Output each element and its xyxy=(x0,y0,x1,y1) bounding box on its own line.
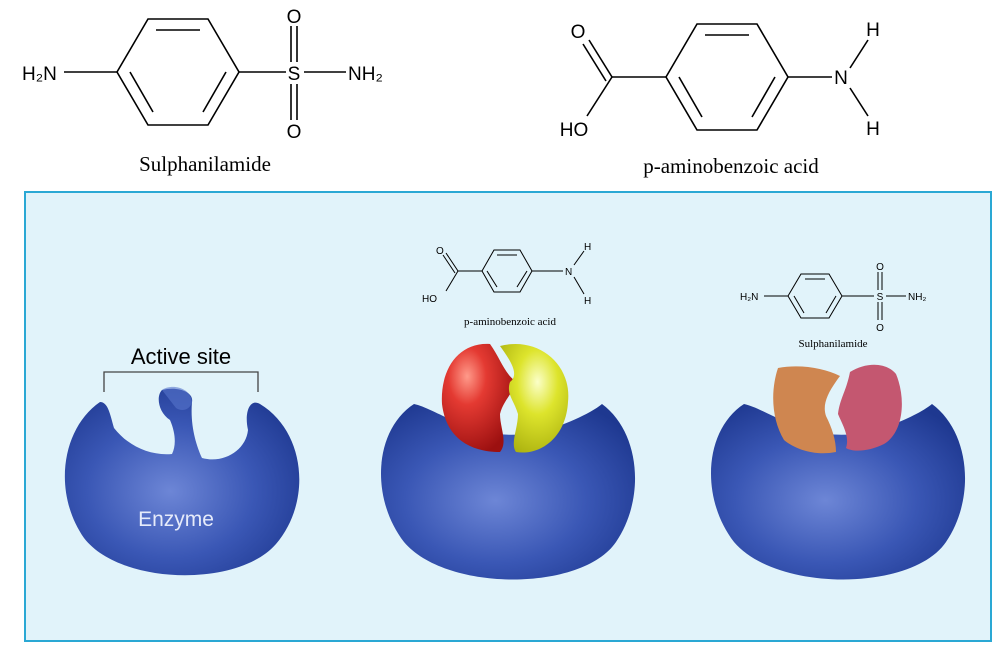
paba-caption: p-aminobenzoic acid xyxy=(643,154,819,178)
small-paba-o: O xyxy=(436,246,444,257)
paba-n-label: N xyxy=(834,68,848,89)
small-sulph-o-top: O xyxy=(876,262,884,273)
enzyme-with-paba xyxy=(381,404,636,580)
enzyme-with-sulphanilamide xyxy=(711,404,966,580)
small-sulph-s: S xyxy=(877,292,884,303)
sulph-o-top-label: O xyxy=(287,7,302,28)
active-site-label: Active site xyxy=(131,344,231,369)
small-sulph-caption: Sulphanilamide xyxy=(798,338,867,350)
enzyme-empty xyxy=(64,386,300,576)
paba-shape-yellow xyxy=(500,343,569,453)
paba-h-bottom-label: H xyxy=(866,119,880,140)
sulph-shape-pink xyxy=(838,364,902,451)
sulph-o-bottom-label: O xyxy=(287,122,302,143)
sulph-nh2-label: NH₂ xyxy=(348,64,383,85)
paba-o-label: O xyxy=(571,22,586,43)
paba-structure xyxy=(582,23,869,131)
small-sulph-o-bottom: O xyxy=(876,323,884,334)
sulphanilamide-structure xyxy=(64,18,346,126)
small-paba-h-top: H xyxy=(584,242,591,253)
small-paba-n: N xyxy=(565,267,572,278)
small-paba-structure xyxy=(442,249,585,295)
enzyme-label: Enzyme xyxy=(138,508,214,531)
small-sulph-structure xyxy=(764,272,906,320)
sulphanilamide-caption: Sulphanilamide xyxy=(139,152,271,176)
small-sulph-nh2: NH₂ xyxy=(908,292,926,303)
small-paba-caption: p-aminobenzoic acid xyxy=(464,316,556,328)
small-paba-h-bottom: H xyxy=(584,296,591,307)
sulph-s-label: S xyxy=(288,64,301,85)
paba-shape-red xyxy=(441,343,515,452)
sulph-shape-orange xyxy=(773,366,840,454)
active-site-bracket xyxy=(103,371,259,392)
paba-ho-label: HO xyxy=(560,120,589,141)
small-sulph-h2n: H₂N xyxy=(740,292,758,303)
sulph-h2n-label: H₂N xyxy=(22,64,57,85)
small-paba-ho: HO xyxy=(422,294,437,305)
paba-h-top-label: H xyxy=(866,20,880,41)
